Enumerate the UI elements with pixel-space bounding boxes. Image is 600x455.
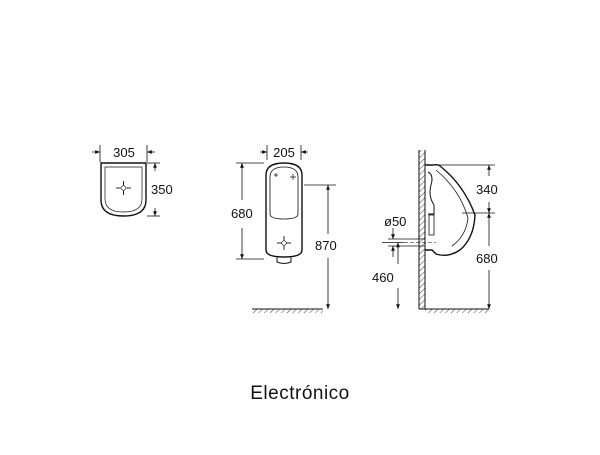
wall-hatch xyxy=(419,150,425,309)
caption: Electrónico xyxy=(250,383,350,404)
side-height-label: 680 xyxy=(476,251,498,266)
front-rim-height-label: 870 xyxy=(315,238,337,253)
valve-icon xyxy=(427,171,435,215)
side-view xyxy=(382,150,495,313)
drain-icon xyxy=(116,181,131,195)
urinal-profile xyxy=(425,163,476,257)
pipe-height-label: 460 xyxy=(372,270,394,285)
top-width-label: 305 xyxy=(113,145,135,160)
front-height-label: 680 xyxy=(231,206,253,221)
front-drain-icon xyxy=(277,236,291,250)
bowl-inner-rim xyxy=(104,166,143,213)
front-width-label: 205 xyxy=(273,145,295,160)
urinal-body xyxy=(265,162,303,258)
bowl-outline xyxy=(100,162,147,217)
urinal-bowl-opening xyxy=(269,166,299,220)
front-view xyxy=(236,145,336,313)
top-view xyxy=(92,145,160,217)
pipe-diameter-label: ø50 xyxy=(384,214,406,229)
sensor-icon xyxy=(274,173,296,180)
floor-hatch xyxy=(252,309,323,313)
side-depth-label: 340 xyxy=(476,182,498,197)
top-depth-label: 350 xyxy=(151,182,173,197)
